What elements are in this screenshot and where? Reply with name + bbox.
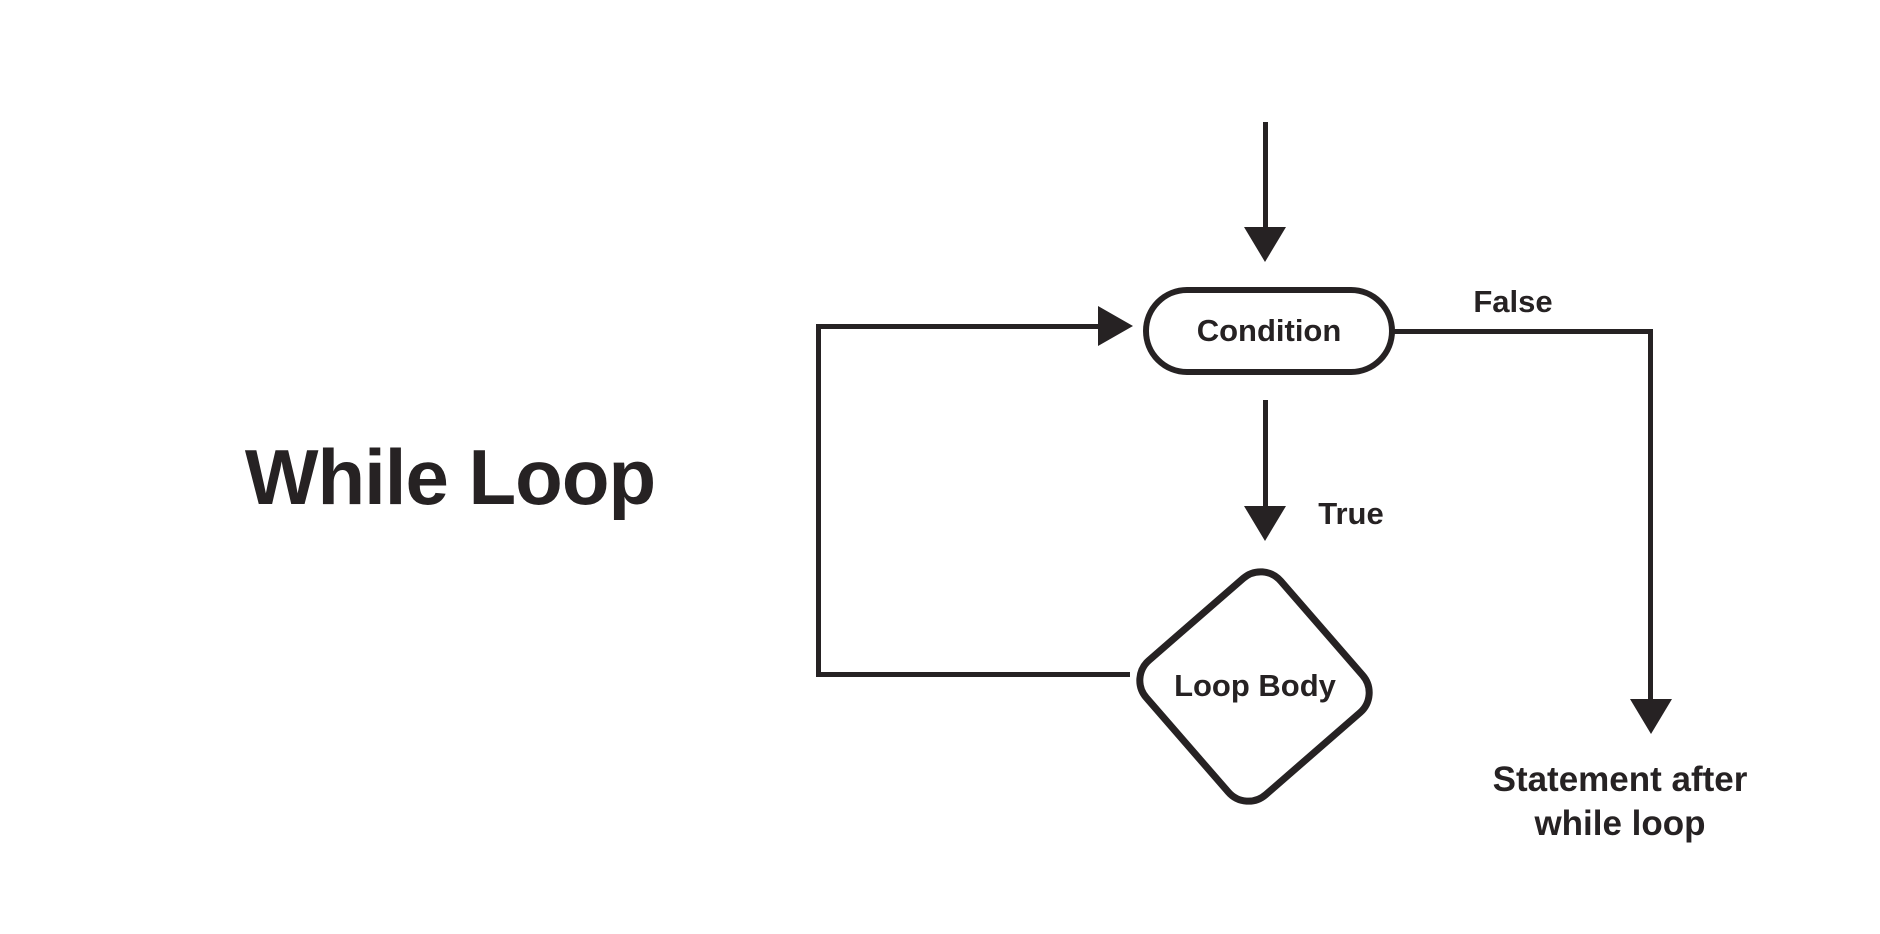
loopback-edge-arrow-head-icon [1098,306,1133,346]
false-edge-horizontal-line [1393,329,1653,334]
condition-node: Condition [1143,287,1395,375]
loopback-edge-top-line [816,324,1100,329]
false-edge-vertical-line [1648,329,1653,700]
diagram-title: While Loop [244,432,656,521]
condition-label: Condition [1196,313,1342,348]
statement-after-label: Statement after while loop [1492,760,1748,843]
entry-arrow-head-icon [1244,227,1286,262]
true-edge-arrow-head-icon [1244,506,1286,541]
entry-arrow-line [1263,122,1268,229]
false-edge-label: False [1473,284,1553,319]
loop-body-label: Loop Body [1174,668,1336,703]
false-edge-arrow-head-icon [1630,699,1672,734]
loopback-edge-bottom-line [816,672,1130,677]
loopback-edge-vertical-line [816,324,821,677]
true-edge-label: True [1318,496,1384,531]
true-edge-line [1263,400,1268,508]
